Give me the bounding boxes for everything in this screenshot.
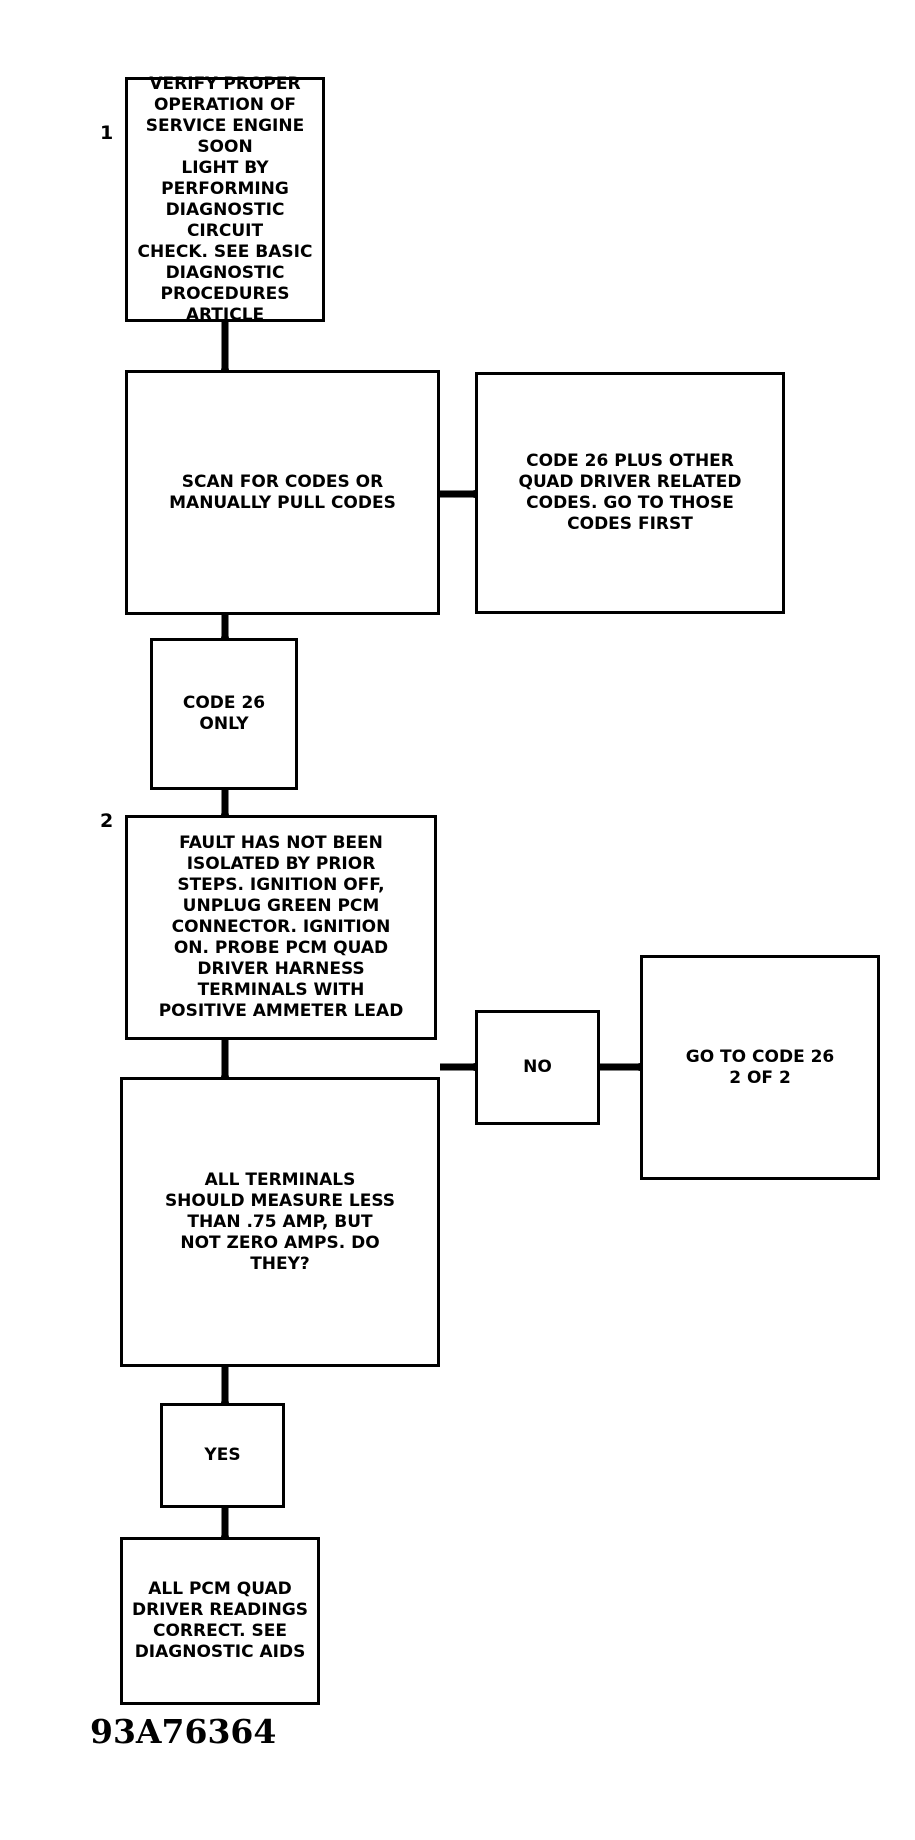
box-measure-terminals: ALL TERMINALS SHOULD MEASURE LESS THAN .…: [120, 1077, 440, 1367]
box-verify-light: VERIFY PROPER OPERATION OF SERVICE ENGIN…: [125, 74, 325, 325]
box-code26-plus-others-text: CODE 26 PLUS OTHER QUAD DRIVER RELATED C…: [518, 451, 742, 534]
box-scan-codes-text: SCAN FOR CODES OR MANUALLY PULL CODES: [169, 471, 396, 513]
box-scan-codes: SCAN FOR CODES OR MANUALLY PULL CODES: [125, 370, 440, 615]
box-fault-not-isolated-text: FAULT HAS NOT BEEN ISOLATED BY PRIOR STE…: [158, 833, 404, 1021]
box-verify-light-text: VERIFY PROPER OPERATION OF SERVICE ENGIN…: [137, 73, 313, 325]
box-code26-only-text: CODE 26 ONLY: [182, 693, 266, 734]
figure-id: 93A76364: [90, 1712, 277, 1751]
box-code26-plus-others: CODE 26 PLUS OTHER QUAD DRIVER RELATED C…: [475, 372, 785, 614]
box-goto-code26-2of2: GO TO CODE 26 2 OF 2: [640, 955, 880, 1180]
box-yes-text: YES: [204, 1445, 241, 1465]
box-yes: YES: [160, 1403, 285, 1508]
box-goto-code26-2of2-text: GO TO CODE 26 2 OF 2: [685, 1046, 835, 1088]
box-readings-correct-text: ALL PCM QUAD DRIVER READINGS CORRECT. SE…: [131, 1579, 309, 1662]
box-no-text: NO: [523, 1057, 552, 1077]
box-readings-correct: ALL PCM QUAD DRIVER READINGS CORRECT. SE…: [120, 1537, 320, 1705]
step-number-2: 2: [100, 810, 114, 832]
step-number-1: 1: [100, 122, 114, 144]
box-no: NO: [475, 1010, 600, 1125]
box-fault-not-isolated: FAULT HAS NOT BEEN ISOLATED BY PRIOR STE…: [125, 815, 437, 1040]
box-measure-terminals-text: ALL TERMINALS SHOULD MEASURE LESS THAN .…: [164, 1169, 396, 1274]
box-code26-only: CODE 26 ONLY: [150, 638, 298, 790]
